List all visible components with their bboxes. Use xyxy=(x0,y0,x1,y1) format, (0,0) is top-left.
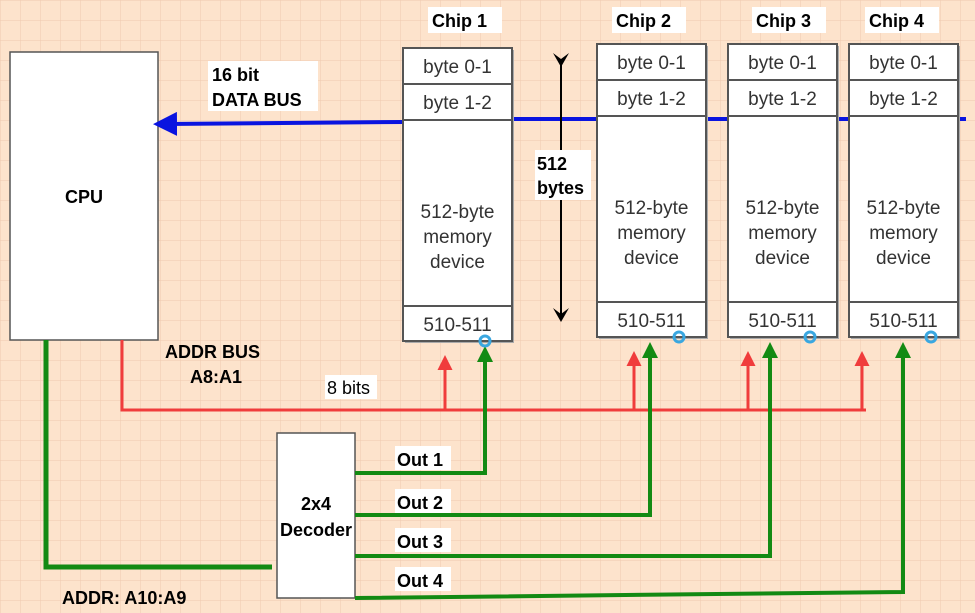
chip-body-text: device xyxy=(755,248,810,269)
addr-bus-taps xyxy=(437,351,870,410)
decoder-out-2-label: Out 2 xyxy=(397,493,443,513)
select-line-3 xyxy=(355,342,778,558)
select-line-4 xyxy=(354,342,911,600)
chip-row-second: byte 1-2 xyxy=(423,93,492,114)
chip-body-text: device xyxy=(876,248,931,269)
decoder-out-3-label: Out 3 xyxy=(397,532,443,552)
chip-body-text: memory xyxy=(423,227,492,248)
data-bus-label-1: 16 bit xyxy=(212,65,259,85)
decoder-label-1: 2x4 xyxy=(301,494,331,514)
memory-chip-3: Chip 3 byte 0-1 byte 1-2 512-byte memory devi… xyxy=(727,7,839,344)
cpu-block: CPU xyxy=(9,51,159,341)
memory-chip-4: Chip 4 byte 0-1 byte 1-2 512-byte memory devi… xyxy=(848,7,960,344)
data-bus-line xyxy=(153,111,404,136)
chip-title: Chip 2 xyxy=(616,11,671,31)
decoder-out-4-label: Out 4 xyxy=(397,571,443,591)
chip-row-last: 510-511 xyxy=(617,311,685,332)
cpu-label: CPU xyxy=(65,187,103,207)
span-label-1: 512 xyxy=(537,154,567,174)
chip-row-second: byte 1-2 xyxy=(748,89,817,110)
memory-chip-2: Chip 2 byte 0-1 byte 1-2 512-byte memory devi… xyxy=(596,7,708,344)
chip-body-text: memory xyxy=(748,223,817,244)
chip-body-text: device xyxy=(624,248,679,269)
chip-body-text: 512-byte xyxy=(746,198,820,219)
chip-row-last: 510-511 xyxy=(748,311,816,332)
chip-row-last: 510-511 xyxy=(869,311,937,332)
addr-high-label: ADDR: A10:A9 xyxy=(62,588,186,608)
span-label-2: bytes xyxy=(537,178,584,198)
decoder-outputs xyxy=(354,342,911,600)
chip-select-pin-icon xyxy=(672,330,686,344)
chip-select-pin-icon xyxy=(924,330,938,344)
addr-bus-label-2: A8:A1 xyxy=(190,367,242,387)
chip-row-first: byte 0-1 xyxy=(869,53,938,74)
chip-row-last: 510-511 xyxy=(423,315,491,336)
select-line-2 xyxy=(355,342,658,517)
decoder-label-2: Decoder xyxy=(280,520,352,540)
chip-body-text: 512-byte xyxy=(421,202,495,223)
chip-title: Chip 3 xyxy=(756,11,811,31)
chip-row-first: byte 0-1 xyxy=(617,53,686,74)
data-bus-label-2: DATA BUS xyxy=(212,90,302,110)
addr-bus-line xyxy=(120,340,866,412)
select-line-1 xyxy=(355,346,493,475)
chip-body-text: device xyxy=(430,252,485,273)
chip-row-second: byte 1-2 xyxy=(869,89,938,110)
chip-select-pin-icon xyxy=(803,330,817,344)
chip-body-text: 512-byte xyxy=(615,198,689,219)
decoder-out-1-label: Out 1 xyxy=(397,450,443,470)
addr-high-line xyxy=(43,340,272,570)
chip-row-second: byte 1-2 xyxy=(617,89,686,110)
addr-width-label: 8 bits xyxy=(327,378,370,398)
chip-title: Chip 4 xyxy=(869,11,924,31)
chip-select-pin-icon xyxy=(478,334,492,348)
chip-body-text: memory xyxy=(617,223,686,244)
decoder-block: 2x4 Decoder xyxy=(276,432,356,599)
chip-body-text: memory xyxy=(869,223,938,244)
memory-chip-1: Chip 1 byte 0-1 byte 1-2 512-byte memory devi… xyxy=(402,7,514,348)
addr-bus-label-1: ADDR BUS xyxy=(165,342,260,362)
chip-row-first: byte 0-1 xyxy=(748,53,817,74)
chip-title: Chip 1 xyxy=(432,11,487,31)
chip-body-text: 512-byte xyxy=(867,198,941,219)
chip-row-first: byte 0-1 xyxy=(423,57,492,78)
